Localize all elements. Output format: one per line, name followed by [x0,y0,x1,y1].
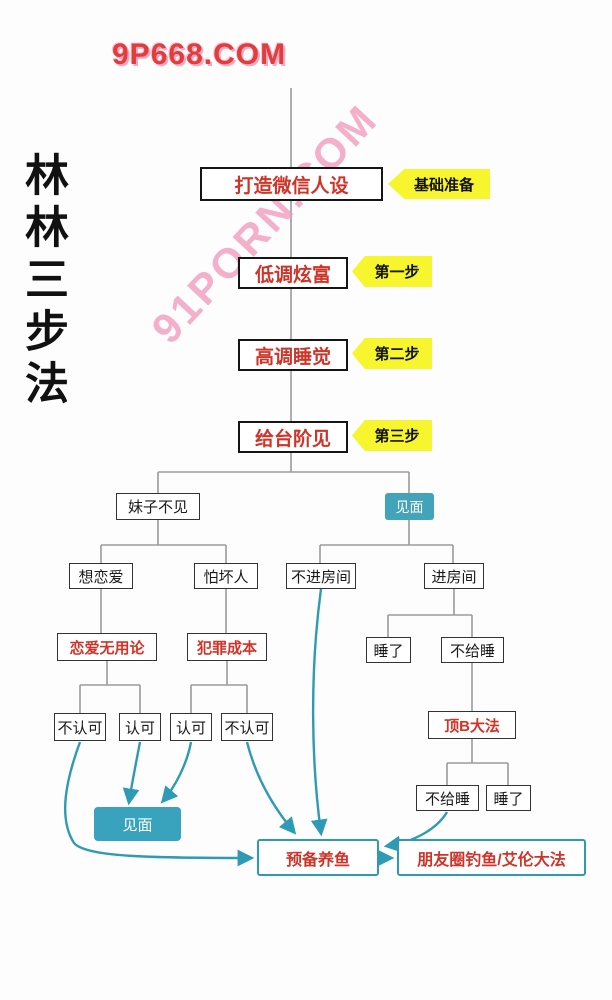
node-jianmian-top: 见面 [385,493,434,520]
step-node-3: 给台阶见 [238,421,348,453]
node-yubei-yangyu: 预备养鱼 [257,839,379,876]
node-jianmian-bottom: 见面 [94,807,181,841]
node-fanzui-chengben: 犯罪成本 [187,633,267,661]
node-pengyouquan-dafa: 朋友圈钓鱼/艾伦大法 [397,839,586,876]
node-xiang-lianai: 想恋爱 [69,563,133,589]
node-burenke-left: 不认可 [54,713,106,741]
node-jin-fangjian: 进房间 [424,563,484,589]
node-pa-huairen: 怕坏人 [194,563,258,589]
node-dingb-dafa: 顶B大法 [428,711,516,739]
node-meizi-bujian: 妹子不见 [116,493,200,520]
step-tag-basic-prep: 基础准备 [388,169,490,199]
step-node-2: 高调睡觉 [238,339,348,371]
step-node-persona: 打造微信人设 [200,167,383,201]
node-bujin-fangjian: 不进房间 [286,563,356,589]
node-renke-right: 认可 [170,713,212,741]
node-shuile-bottom: 睡了 [486,785,531,811]
node-shuile-top: 睡了 [366,637,411,663]
node-lianai-wuyonglun: 恋爱无用论 [57,633,157,661]
side-title: 林林三步法 [17,152,68,412]
top-watermark: 9P668.COM [112,38,287,71]
node-burenke-right: 不认可 [221,713,273,741]
step-node-1: 低调炫富 [238,257,348,289]
node-bugeishui-bottom: 不给睡 [416,785,479,811]
step-tag-1: 第一步 [352,256,432,287]
node-renke-left: 认可 [119,713,161,741]
step-tag-2: 第二步 [352,338,432,369]
step-tag-3: 第三步 [352,420,432,451]
node-bugeishui-top: 不给睡 [441,637,504,663]
